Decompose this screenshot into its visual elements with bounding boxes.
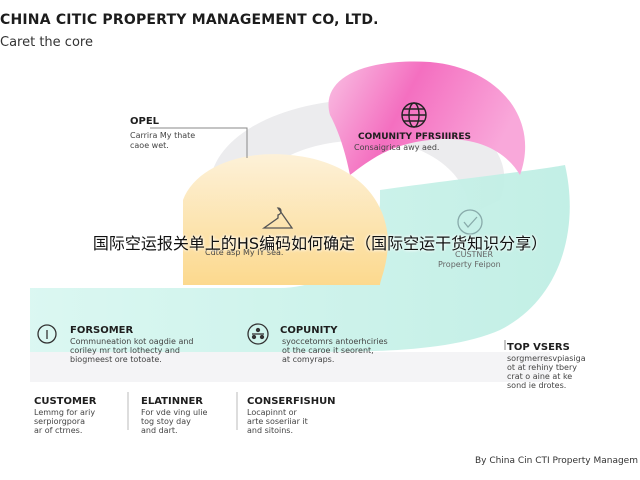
column-customer-text-3: ar of ctrnes.	[34, 426, 83, 435]
customer-right-title: CUSTNER	[455, 250, 494, 259]
column-elatinner-text-2: tog stoy day	[141, 417, 191, 426]
page-title: CHINA CITIC PROPERTY MANAGEMENT CO, LTD.	[0, 12, 379, 28]
column-customer-text-2: serpiorgpora	[34, 417, 85, 426]
customer-right-text-1: Property Feipon	[438, 260, 501, 269]
column-conserfishun-text-1: Locapinnt or	[247, 408, 297, 417]
overlay-banner-text: 国际空运报关单上的HS编码如何确定（国际空运干货知识分享）	[92, 234, 548, 253]
forsomer-title: FORSOMER	[70, 325, 134, 336]
forsomer-text-3: biogmeest ore totoate.	[70, 355, 162, 364]
top-users-text-3: crat o aine at ke	[507, 372, 573, 381]
community-mid-text-2: ot the caroe it seorent,	[282, 346, 374, 355]
column-elatinner-title: ELATINNER	[141, 396, 203, 407]
page-subtitle: Caret the core	[0, 35, 93, 50]
forsomer-text-2: coriley mr tort lothecty and	[70, 346, 180, 355]
network-icon	[247, 323, 269, 345]
column-customer-text-1: Lemmg for ariy	[34, 408, 96, 417]
column-conserfishun-text-3: and sitoins.	[247, 426, 294, 435]
column-elatinner-text-1: For vde ving ulie	[141, 408, 208, 417]
connector-line	[150, 127, 248, 158]
opel-title: OPEL	[130, 116, 160, 127]
top-users-text-4: sond ie drotes.	[507, 381, 567, 390]
opel-text-2: caoe wet.	[130, 141, 169, 150]
column-customer-title: CUSTOMER	[34, 396, 97, 407]
globe-icon	[401, 102, 427, 128]
top-users-text-2: ot at rehiny tbery	[507, 363, 577, 372]
top-users-title: TOP VSERS	[507, 342, 570, 353]
column-conserfishun-title: CONSERFISHUN	[247, 396, 336, 407]
forsomer-text-1: Communeation kot oagdie and	[70, 337, 194, 346]
opel-text-1: Carrira My thate	[130, 131, 196, 140]
info-circle-icon	[37, 324, 57, 344]
top-users-text-1: sorgmerresvpiasiga	[507, 354, 586, 363]
pink-shape	[328, 61, 526, 175]
mint-band	[30, 165, 570, 352]
footer-credit: By China Cin CTI Property Managem	[474, 456, 638, 466]
column-conserfishun-text-2: arte soseriiar it	[247, 417, 308, 426]
community-top-text-1: Consaigrica awy aed.	[354, 143, 440, 152]
gray-strip-lower	[30, 352, 550, 382]
column-elatinner-text-3: and dart.	[141, 426, 178, 435]
community-mid-text-3: at comyraps.	[282, 355, 335, 364]
community-mid-title: COPUNITY	[280, 325, 338, 336]
center-text: Cdte asp My IY sea.	[205, 248, 284, 257]
check-circle-icon	[457, 209, 483, 235]
community-mid-text-1: syoccetomrs antoerhciries	[282, 337, 388, 346]
hanger-icon	[261, 207, 294, 229]
community-top-title: COMUNITY PFRSIIIRES	[358, 132, 471, 142]
